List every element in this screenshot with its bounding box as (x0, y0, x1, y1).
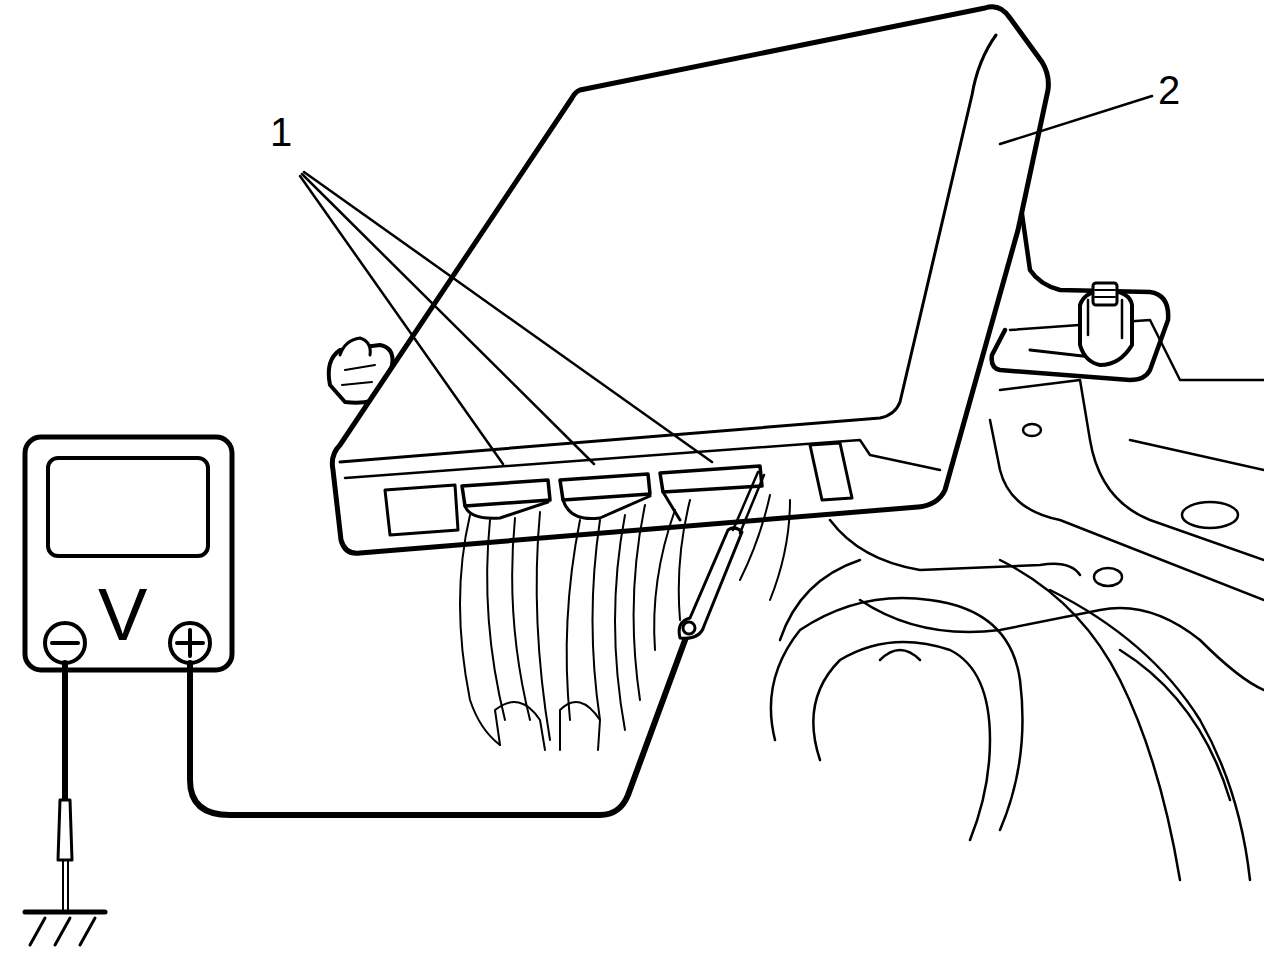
probe-tip (733, 472, 764, 533)
ecm-lower-edge (345, 440, 940, 478)
meter-display (48, 458, 208, 556)
callout-number: 2 (1158, 70, 1180, 110)
negative-lead (25, 663, 105, 945)
connector-latch (465, 492, 680, 520)
panel-hole (1094, 568, 1122, 586)
connector-socket (385, 485, 458, 535)
test-lead (190, 632, 688, 815)
panel-line (813, 642, 990, 840)
panel-line (880, 650, 920, 660)
positive-terminal (170, 623, 210, 663)
wire (567, 520, 580, 720)
ecm-housing (332, 7, 1048, 553)
wire (679, 500, 690, 620)
panel-line (780, 560, 860, 640)
plus-symbol (177, 630, 203, 656)
panel-hole (1023, 424, 1041, 436)
leader-line (302, 174, 594, 464)
panel-line (1130, 440, 1264, 470)
stud-thread (1093, 283, 1117, 305)
wire (537, 512, 550, 740)
panel-line (860, 600, 1264, 690)
probe-body (58, 800, 72, 860)
panel-line (990, 420, 1264, 600)
probe-collar (683, 622, 695, 634)
wire (487, 520, 505, 720)
wire (740, 495, 770, 580)
wire (593, 520, 601, 720)
stud-thread (340, 338, 370, 355)
wire (654, 510, 675, 650)
positive-lead (190, 472, 764, 815)
wire (615, 515, 625, 730)
voltmeter (25, 437, 232, 670)
meter-unit-symbol: V (98, 578, 147, 652)
callout-number: 1 (270, 112, 292, 152)
wire (770, 500, 790, 600)
leader-line (300, 176, 503, 464)
panel-line (1120, 650, 1230, 800)
ecm-outline (332, 7, 1048, 553)
leader-lines (300, 96, 1152, 464)
meter-body (25, 437, 232, 670)
ground-symbol (25, 910, 105, 915)
ecm-connector (560, 474, 650, 500)
wire (512, 518, 530, 720)
ecm-connector (462, 480, 550, 506)
probe-body (679, 528, 742, 638)
panel-line (1050, 590, 1250, 880)
panel-line (1010, 320, 1264, 380)
stud-thread-lines (342, 365, 375, 385)
wire (460, 515, 500, 745)
panel-line (1000, 380, 1264, 560)
test-lead (62, 663, 68, 800)
ecm-top-edge (340, 35, 996, 462)
connector-socket (810, 443, 852, 500)
probe-tip (63, 860, 68, 912)
ecm-connector (660, 466, 762, 492)
wire (634, 505, 645, 700)
panel-hole (1182, 502, 1238, 528)
minus-symbol (52, 641, 78, 645)
panel-line (1000, 560, 1180, 880)
wire-bundle-end (495, 702, 600, 750)
stud-thread-lines (1095, 290, 1115, 297)
negative-terminal (45, 623, 85, 663)
leader-line (304, 172, 712, 462)
ground-hatch (30, 918, 95, 945)
panel-line (830, 520, 1080, 575)
leader-line (1000, 96, 1152, 144)
